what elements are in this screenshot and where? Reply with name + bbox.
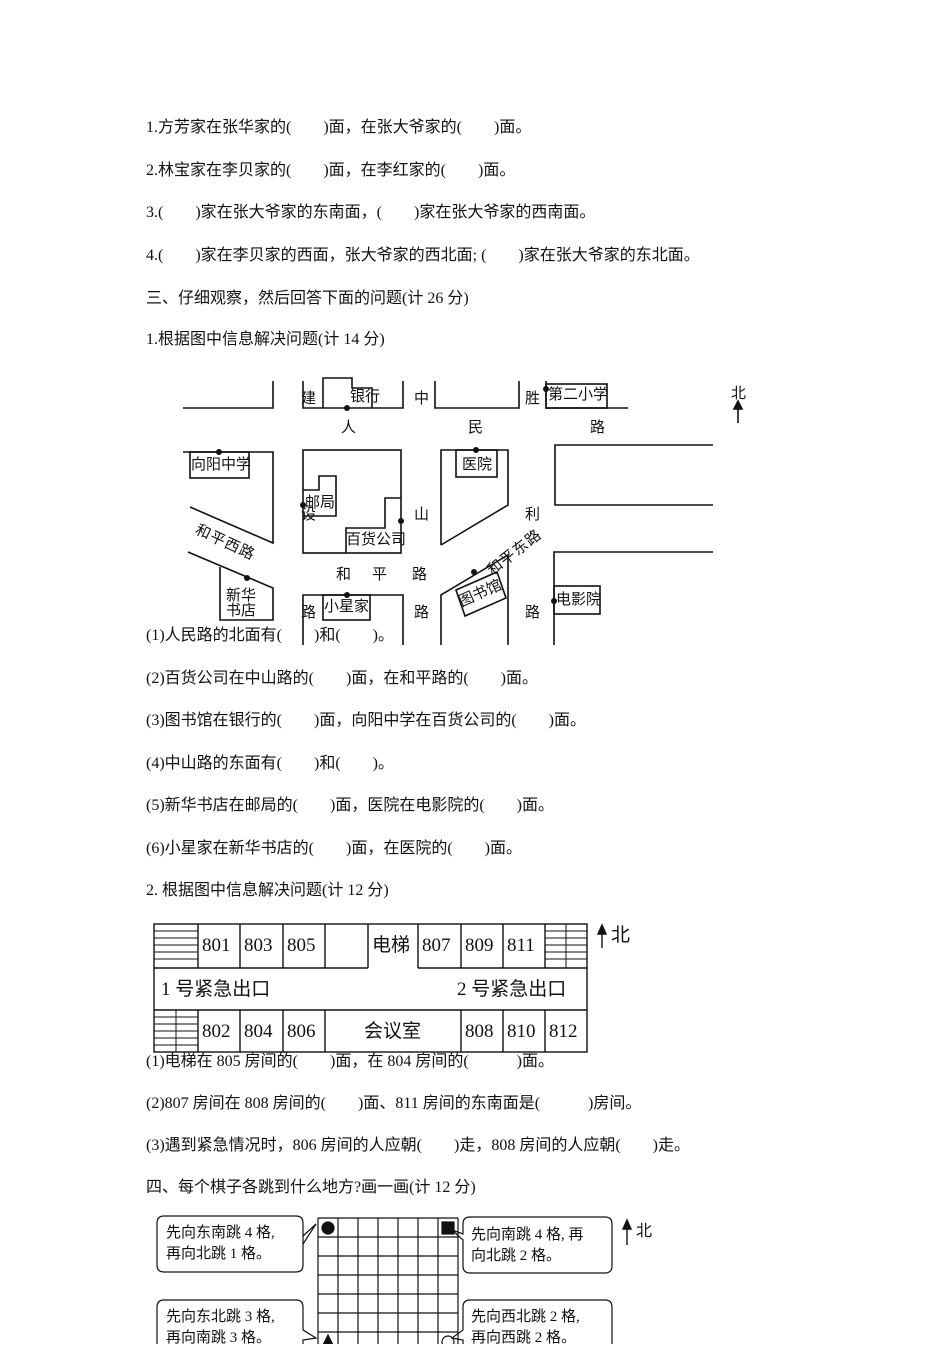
north-label: 北	[636, 1223, 653, 1240]
room-801: 801	[202, 935, 231, 956]
dept-store-label: 百货公司	[346, 532, 407, 548]
question-2-1: 1.方芳家在张华家的( )面，在张大爷家的( )面。	[146, 119, 532, 136]
cinema-label: 电影院	[556, 592, 602, 608]
meeting-room-label: 会议室	[364, 1021, 422, 1042]
road-char: 中	[414, 391, 430, 407]
hospital-label: 医院	[462, 457, 493, 473]
room-808: 808	[465, 1021, 494, 1042]
road-char: 和	[336, 567, 352, 583]
room-807: 807	[422, 935, 451, 956]
xiaoxing-home-label: 小星家	[324, 599, 370, 615]
question-3-1-title: 1.根据图中信息解决问题(计 14 分)	[146, 331, 385, 348]
elevator-label: 电梯	[372, 935, 411, 956]
road-char: 民	[468, 420, 484, 436]
question-3-2-title: 2. 根据图中信息解决问题(计 12 分)	[146, 882, 389, 899]
q2-item: (2)807 房间在 808 房间的( )面、811 房间的东南面是( )房间。	[146, 1095, 642, 1112]
exit-2-label: 2 号紧急出口	[457, 979, 567, 1000]
question-2-2: 2.林宝家在李贝家的( )面，在李红家的( )面。	[146, 162, 516, 179]
road-char: 路	[412, 567, 428, 583]
white-circle-piece	[441, 1335, 455, 1344]
q1-item: (3)图书馆在银行的( )面，向阳中学在百货公司的( )面。	[146, 712, 586, 729]
q1-item: (5)新华书店在邮局的( )面，医院在电影院的( )面。	[146, 797, 554, 814]
post-office-label: 邮局	[305, 495, 336, 511]
north-label: 北	[611, 925, 631, 946]
road-char: 胜	[525, 391, 541, 407]
question-2-4: 4.( )家在李贝家的西面，张大爷家的西北面; ( )家在张大爷家的东北面。	[146, 247, 700, 264]
q1-item: (6)小星家在新华书店的( )面，在医院的( )面。	[146, 840, 522, 857]
exit-1-label: 1 号紧急出口	[161, 979, 271, 1000]
black-circle-piece	[321, 1221, 335, 1235]
question-2-3: 3.( )家在张大爷家的东南面，( )家在张大爷家的西南面。	[146, 204, 596, 221]
road-char: 设	[301, 507, 317, 523]
square-piece	[441, 1221, 455, 1235]
school-2-label: 第二小学	[548, 387, 609, 403]
bubble-text: 先向东南跳 4 格,再向北跳 1 格。	[166, 1225, 275, 1262]
room-810: 810	[507, 1021, 536, 1042]
q2-item: (3)遇到紧急情况时，806 房间的人应朝( )走，808 房间的人应朝( )走…	[146, 1137, 690, 1154]
triangle-piece	[322, 1333, 334, 1344]
q1-item: (1)人民路的北面有( )和( )。	[146, 627, 394, 644]
north-label: 北	[731, 386, 747, 402]
road-char: 平	[372, 567, 388, 583]
speech-bubble	[156, 1299, 318, 1344]
section-4-title: 四、每个棋子各跳到什么地方?画一画(计 12 分)	[146, 1179, 476, 1196]
speech-bubble	[156, 1215, 304, 1273]
q1-item: (4)中山路的东面有( )和( )。	[146, 755, 394, 772]
road-char: 人	[341, 420, 357, 436]
room-802: 802	[202, 1021, 231, 1042]
room-809: 809	[465, 935, 494, 956]
room-806: 806	[287, 1021, 316, 1042]
road-char: 路	[301, 605, 317, 621]
road-char: 山	[414, 507, 430, 523]
room-812: 812	[549, 1021, 578, 1042]
q2-item: (1)电梯在 805 房间的( )面，在 804 房间的( )面。	[146, 1053, 554, 1070]
road-char: 路	[414, 605, 430, 621]
bookstore-label: 新华书店	[226, 588, 257, 619]
road-char: 利	[525, 507, 541, 523]
room-805: 805	[287, 935, 316, 956]
section-3-title: 三、仔细观察，然后回答下面的问题(计 26 分)	[146, 290, 469, 307]
speech-bubble	[451, 1216, 613, 1274]
room-803: 803	[244, 935, 273, 956]
road-char: 路	[590, 420, 606, 436]
room-811: 811	[507, 935, 535, 956]
q1-item: (2)百货公司在中山路的( )面，在和平路的( )面。	[146, 670, 538, 687]
speech-bubble	[450, 1299, 613, 1344]
xiangyang-label: 向阳中学	[191, 457, 252, 473]
bubble-text: 先向西北跳 2 格,再向西跳 2 格。	[471, 1309, 580, 1346]
room-804: 804	[244, 1021, 273, 1042]
bubble-tail	[302, 1223, 317, 1245]
bank-label: 银行	[350, 389, 381, 405]
bubble-text: 先向南跳 4 格, 再向北跳 2 格。	[471, 1227, 584, 1264]
bubble-text: 先向东北跳 3 格,再向南跳 3 格。	[166, 1309, 275, 1346]
road-char: 建	[301, 391, 317, 407]
road-char: 路	[525, 605, 541, 621]
